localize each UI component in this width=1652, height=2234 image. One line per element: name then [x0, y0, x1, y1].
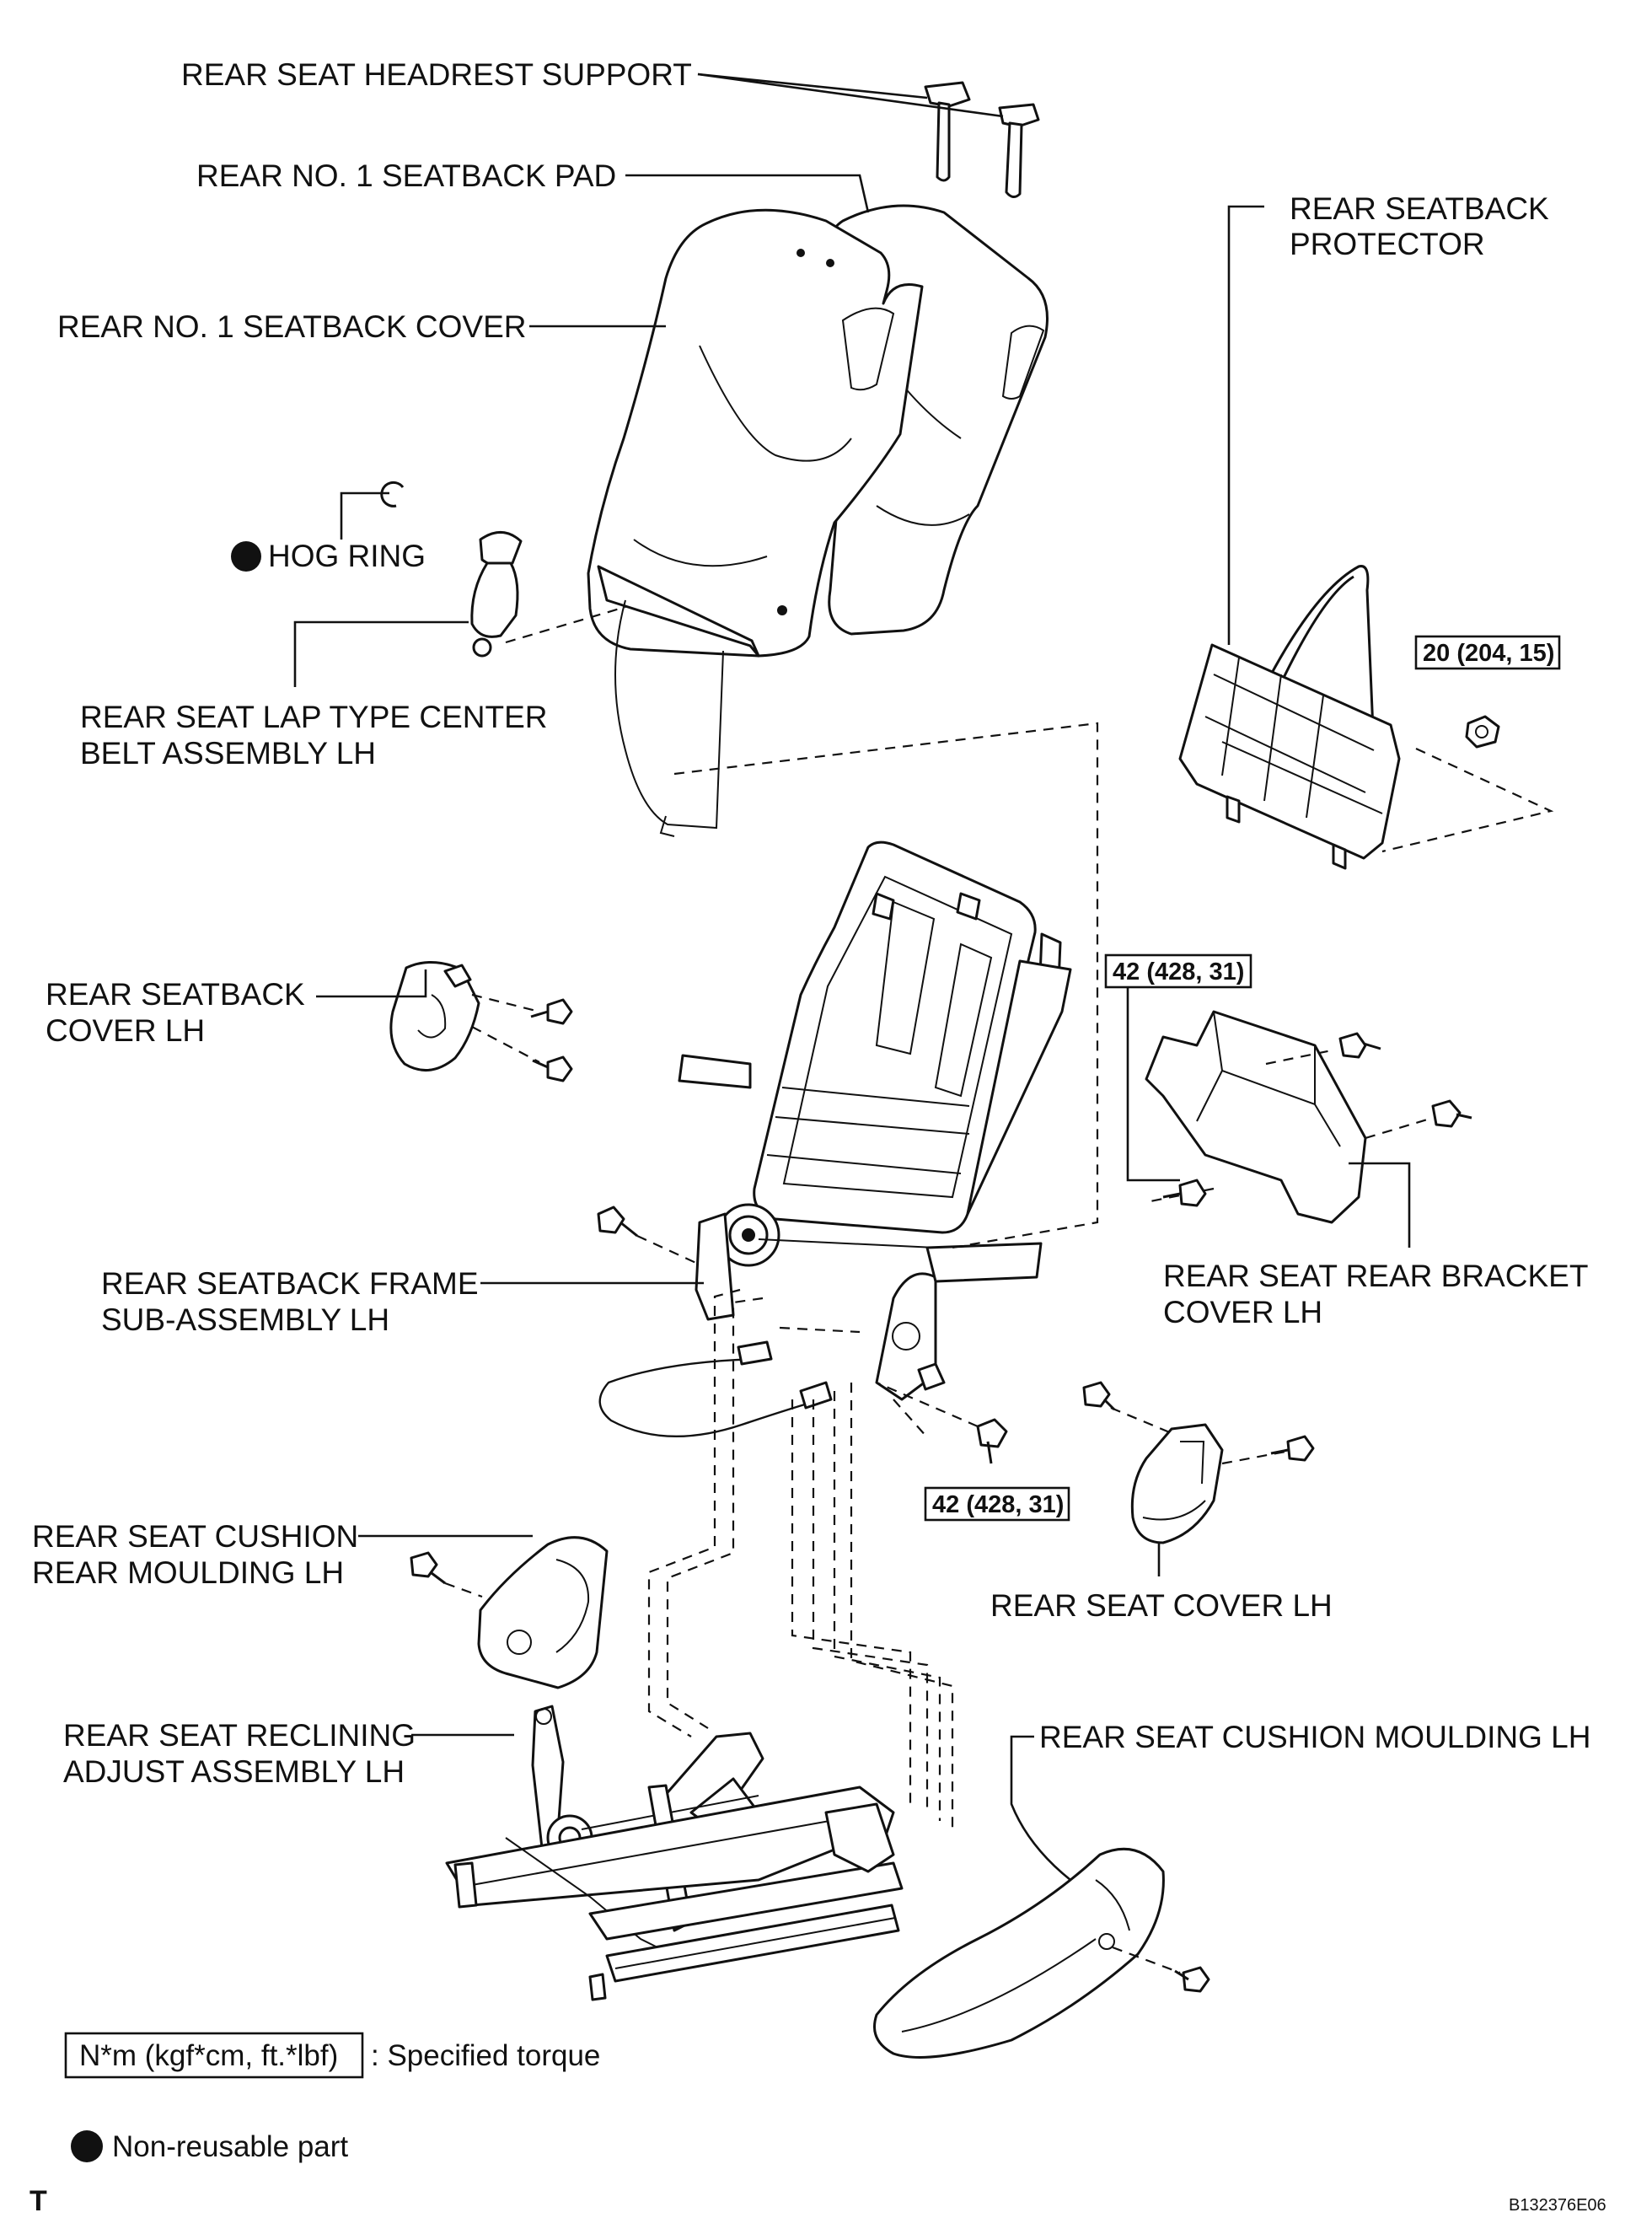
- seatback-cover-lh-screws: [530, 998, 573, 1082]
- seatback-cover-lh-label-2: COVER LH: [46, 1013, 205, 1048]
- seatback-cover-lh-label-1: REAR SEATBACK: [46, 977, 305, 1012]
- alignment-dashes: [647, 722, 1099, 1829]
- torque-desc-label: : Specified torque: [371, 2039, 600, 2072]
- hog-ring-label: HOG RING: [268, 539, 426, 573]
- headrest-support-leader: [697, 72, 1004, 118]
- cushion-moulding-label: REAR SEAT CUSHION MOULDING LH: [1039, 1720, 1590, 1754]
- hog-ring: [340, 481, 405, 540]
- seatback-cover-lh: [389, 960, 540, 1072]
- torque-frame-bottom-label: 42 (428, 31): [932, 1491, 1064, 1518]
- rear-bracket-leader: [1126, 986, 1411, 1248]
- protector-nut: [1465, 715, 1500, 749]
- bracket-bolts: [1162, 1032, 1472, 1207]
- nonreusable-bullet-icon: [231, 541, 261, 572]
- seatback-frame: [598, 840, 1072, 1438]
- center-belt-label-2: BELT ASSEMBLY LH: [80, 736, 376, 771]
- center-belt-leader: [293, 620, 469, 687]
- frame-bolt-left: [597, 1206, 700, 1265]
- torque-box-frame-bottom: [924, 1486, 1070, 1522]
- corner-mark: T: [30, 2185, 47, 2217]
- center-belt: [470, 531, 626, 658]
- seatback-pad-leader: [625, 174, 870, 213]
- seat-cover-lh-label: REAR SEAT COVER LH: [990, 1588, 1333, 1623]
- seatback-cover-label: REAR NO. 1 SEATBACK COVER: [57, 309, 527, 344]
- cushion-rear-moulding: [444, 1536, 609, 1689]
- seat-cover-lh: [1110, 1406, 1286, 1544]
- cushion-rear-moulding-label-1: REAR SEAT CUSHION: [32, 1519, 358, 1554]
- torque-box-protector: [1414, 635, 1561, 670]
- reclining-label-2: ADJUST ASSEMBLY LH: [63, 1754, 405, 1789]
- cushion-rear-moulding-screw: [410, 1551, 446, 1585]
- torque-legend-box: [64, 2032, 364, 2079]
- rear-bracket-label-2: COVER LH: [1163, 1295, 1322, 1329]
- headrest-support-parts: [924, 81, 1040, 198]
- nonreusable-label: Non-reusable part: [112, 2130, 348, 2163]
- figure-code: B132376E06: [1509, 2196, 1606, 2215]
- headrest-support-label: REAR SEAT HEADREST SUPPORT: [181, 57, 692, 92]
- rear-bracket-cover: [1145, 1010, 1434, 1224]
- frame-bolt-bottom: [876, 1381, 1008, 1464]
- cushion-rear-moulding-label-2: REAR MOULDING LH: [32, 1555, 344, 1590]
- reclining-adjust: [445, 1705, 904, 2001]
- seatback-protector-label-2: PROTECTOR: [1290, 227, 1485, 261]
- cushion-moulding: [873, 1847, 1181, 2059]
- seatback-cover: [587, 208, 924, 837]
- reclining-label-1: REAR SEAT RECLINING: [63, 1718, 416, 1753]
- seatback-pad-label: REAR NO. 1 SEATBACK PAD: [196, 158, 616, 193]
- torque-bracket-label: 42 (428, 31): [1113, 959, 1244, 985]
- seatback-cover-lh-leader: [316, 969, 427, 998]
- frame-label-2: SUB-ASSEMBLY LH: [101, 1302, 389, 1337]
- cushion-moulding-leader: [1010, 1735, 1071, 1882]
- seatback-protector: [1178, 565, 1554, 870]
- torque-unit-label: N*m (kgf*cm, ft.*lbf): [79, 2039, 338, 2072]
- rear-bracket-label-1: REAR SEAT REAR BRACKET: [1163, 1259, 1588, 1293]
- frame-label-1: REAR SEATBACK FRAME: [101, 1266, 479, 1301]
- torque-protector-label: 20 (204, 15): [1423, 640, 1554, 667]
- cushion-moulding-screw: [1174, 1966, 1210, 1993]
- seatback-protector-label-1: REAR SEATBACK: [1290, 191, 1549, 226]
- torque-box-bracket: [1104, 953, 1252, 989]
- nonreusable-legend-icon: [71, 2130, 103, 2162]
- center-belt-label-1: REAR SEAT LAP TYPE CENTER: [80, 700, 548, 734]
- seat-cover-lh-screws: [1082, 1381, 1315, 1462]
- seatback-protector-leader: [1227, 205, 1264, 645]
